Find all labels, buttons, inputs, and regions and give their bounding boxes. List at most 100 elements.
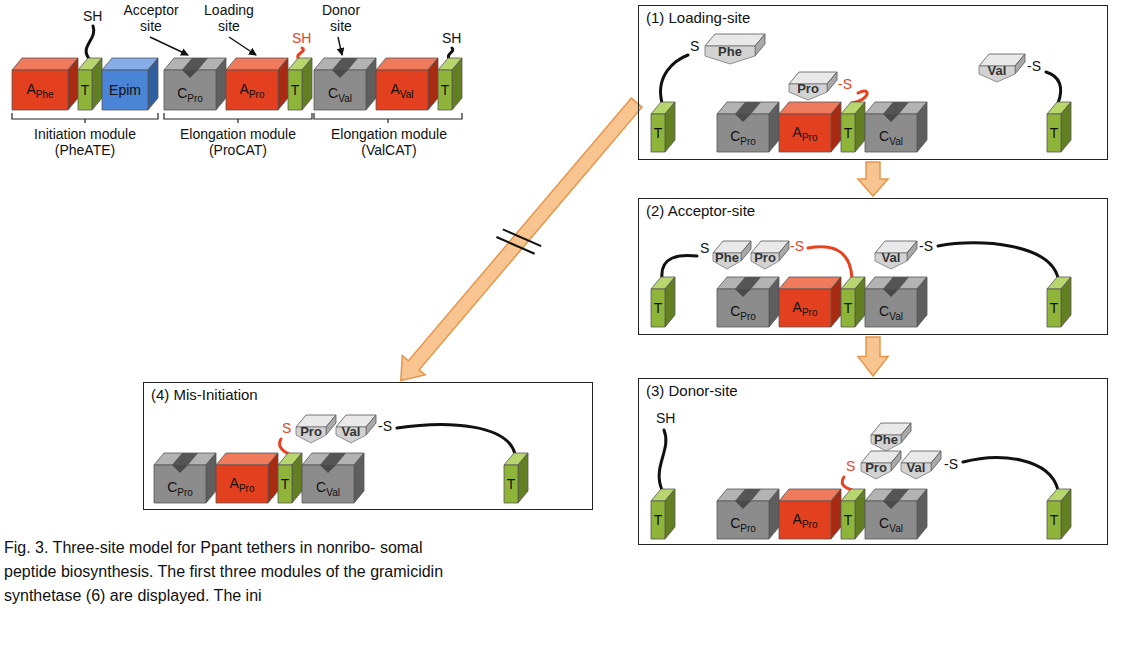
block-label: Pro	[751, 253, 779, 261]
block-face	[278, 465, 292, 503]
block-label-inner: APro	[230, 474, 255, 494]
substrate-block: Pro	[751, 241, 789, 269]
block-label: T	[1047, 289, 1061, 327]
thiol-label: -S	[944, 456, 958, 472]
thiol-label: S	[282, 420, 291, 436]
domain-name: C	[177, 85, 187, 101]
block-face	[154, 453, 216, 465]
domain-name: Phe	[715, 250, 739, 265]
tether	[661, 55, 688, 103]
block-label: T	[78, 70, 92, 110]
block-face	[755, 34, 765, 56]
block-shape	[779, 277, 841, 327]
block-label: APro	[779, 114, 831, 152]
block-face	[154, 465, 206, 503]
thiol-label: -S	[1027, 58, 1041, 74]
block-face	[665, 102, 675, 152]
panel-title: (2) Acceptor-site	[639, 199, 755, 219]
block-face	[717, 102, 779, 114]
thiolation-domain: T	[841, 277, 865, 327]
block-face	[518, 453, 528, 503]
block-label-inner: AVal	[390, 80, 413, 100]
block-face	[182, 70, 198, 78]
block-face	[326, 415, 336, 435]
substrate-block: Phe	[713, 241, 751, 269]
domain-name: T	[654, 300, 663, 316]
block-face	[779, 241, 789, 261]
domain-name: T	[844, 125, 853, 141]
substrate-block: Pro	[861, 451, 901, 479]
block-face	[226, 70, 278, 110]
domain-name: T	[441, 82, 450, 98]
block-face	[665, 489, 675, 539]
adenylation-domain: APro	[779, 277, 841, 327]
block-label-inner: Pro	[754, 248, 776, 266]
domain-name: C	[730, 303, 740, 319]
block-label: Pro	[296, 427, 326, 435]
block-face	[735, 102, 761, 114]
domain-name: C	[167, 479, 177, 495]
block-face	[1015, 54, 1025, 74]
block-label-inner: CPro	[177, 84, 203, 104]
thiolation-domain: T	[438, 58, 462, 110]
block-face	[314, 58, 376, 70]
block-face	[172, 453, 198, 465]
block-label-inner: Phe	[718, 42, 742, 60]
adenylation-domain: APro	[216, 453, 278, 503]
domain-name: T	[291, 82, 300, 98]
block-face	[216, 453, 278, 465]
domain-name: Val	[988, 63, 1007, 78]
block-face	[717, 289, 769, 327]
state-panel: (4) Mis-InitiationProValCProAProTCValT	[143, 382, 593, 510]
block-label: T	[438, 70, 452, 110]
state-panel: (1) Loading-sitePheProValTCProAProTCValT	[638, 5, 1108, 160]
condensation-domain: CVal	[302, 453, 364, 503]
thiol-label: -S	[838, 76, 852, 92]
block-face	[102, 70, 148, 110]
block-label-inner: T	[654, 511, 663, 529]
block-label-inner: CVal	[879, 514, 903, 534]
thiolation-domain: T	[1047, 277, 1071, 327]
tether	[938, 243, 1058, 278]
block-label-inner: Pro	[797, 79, 819, 97]
block-face	[831, 489, 841, 539]
block-face	[366, 415, 376, 435]
thiol-label: -S	[378, 418, 392, 434]
block-face	[1047, 501, 1061, 539]
thiol-label: S	[700, 240, 709, 256]
block-face	[78, 70, 92, 110]
block-label-inner: T	[1050, 124, 1059, 142]
block-label: CPro	[717, 122, 769, 152]
thiolation-domain: T	[78, 58, 102, 110]
domain-name: T	[81, 82, 90, 98]
domain-subscript: Val	[326, 487, 340, 498]
block-face	[769, 102, 779, 152]
condensation-domain: CPro	[154, 453, 216, 503]
tether	[86, 26, 94, 60]
domain-subscript: Val	[400, 89, 414, 100]
block-face	[332, 70, 348, 78]
domain-subscript: Pro	[740, 311, 756, 322]
block-face	[865, 501, 917, 539]
block-face	[717, 277, 779, 289]
block-face	[855, 277, 865, 327]
tether	[397, 425, 515, 454]
block-label: T	[841, 289, 855, 327]
domain-name: C	[730, 515, 740, 531]
block-label-inner: T	[654, 124, 663, 142]
domain-name: C	[879, 515, 889, 531]
block-face	[865, 289, 917, 327]
block-face	[855, 102, 865, 152]
condensation-domain: CVal	[865, 277, 927, 327]
condensation-domain: CPro	[717, 277, 779, 327]
break-mark	[503, 229, 541, 246]
tether	[1046, 72, 1061, 103]
block-face	[901, 423, 911, 443]
domain-name: T	[281, 476, 290, 492]
annotation-label: Initiation module (PheATE)	[12, 126, 158, 158]
domain-name: Pro	[865, 460, 887, 475]
block-face	[883, 489, 909, 501]
block-face	[504, 465, 518, 503]
block-label: APro	[779, 289, 831, 327]
domain-name: A	[26, 81, 35, 97]
